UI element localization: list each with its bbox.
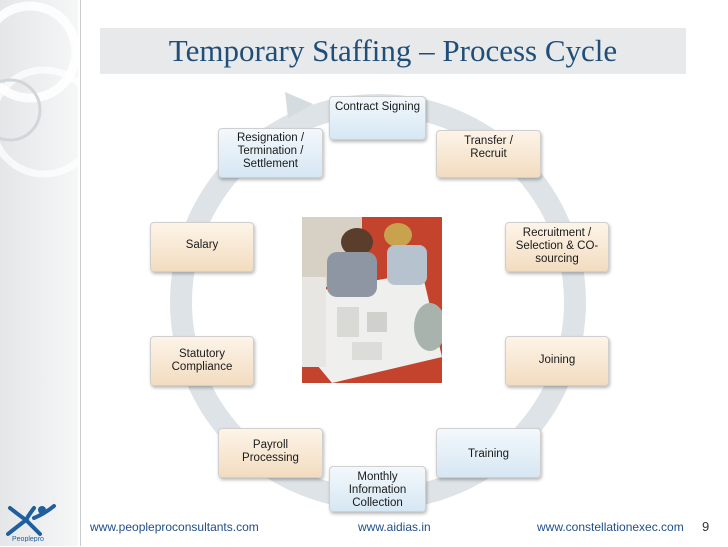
step-joining: Joining [505,336,609,386]
decorative-side-band [0,0,78,546]
step-label: Recruitment / Selection & CO- sourcing [515,227,599,265]
step-label: Training [467,448,510,460]
decorative-circles [0,1,78,178]
step-label: Salary [185,239,219,251]
logo-mark-icon: Peoplepro [6,504,56,543]
step-recruitment-selection: Recruitment / Selection & CO- sourcing [505,222,609,272]
step-resignation-termination-settlement: Resignation / Termination / Settlement [218,128,323,178]
peoplepro-logo: Peoplepro [4,500,60,543]
step-monthly-information-collection: Monthly Information Collection [329,466,426,512]
footer-link-peoplepro[interactable]: www.peopleproconsultants.com [90,520,259,534]
logo-text: Peoplepro [12,536,44,542]
team-photo [302,217,442,383]
step-salary: Salary [150,222,254,272]
footer-link-constellationexec[interactable]: www.constellationexec.com [537,520,684,534]
step-label: Resignation / Termination / Settlement [236,132,305,170]
step-label: Statutory Compliance [171,348,233,373]
divider-line [80,0,81,546]
step-transfer-recruit: Transfer / Recruit [436,130,541,178]
step-payroll-processing: Payroll Processing [218,428,323,478]
step-contract-signing: Contract Signing [329,96,426,140]
slide-title: Temporary Staffing – Process Cycle [168,33,618,68]
page-number: 9 [702,519,710,534]
title-bar: Temporary Staffing – Process Cycle [100,28,686,74]
step-training: Training [436,428,541,478]
cycle-arrow-icon [285,92,313,118]
footer-link-aidias[interactable]: www.aidias.in [358,520,431,534]
step-label: Contract Signing [334,101,421,113]
step-label: Monthly Information Collection [348,471,407,509]
step-label: Payroll Processing [242,439,299,464]
step-label: Transfer / Recruit [464,135,513,160]
step-statutory-compliance: Statutory Compliance [150,336,254,386]
step-label: Joining [538,354,576,366]
